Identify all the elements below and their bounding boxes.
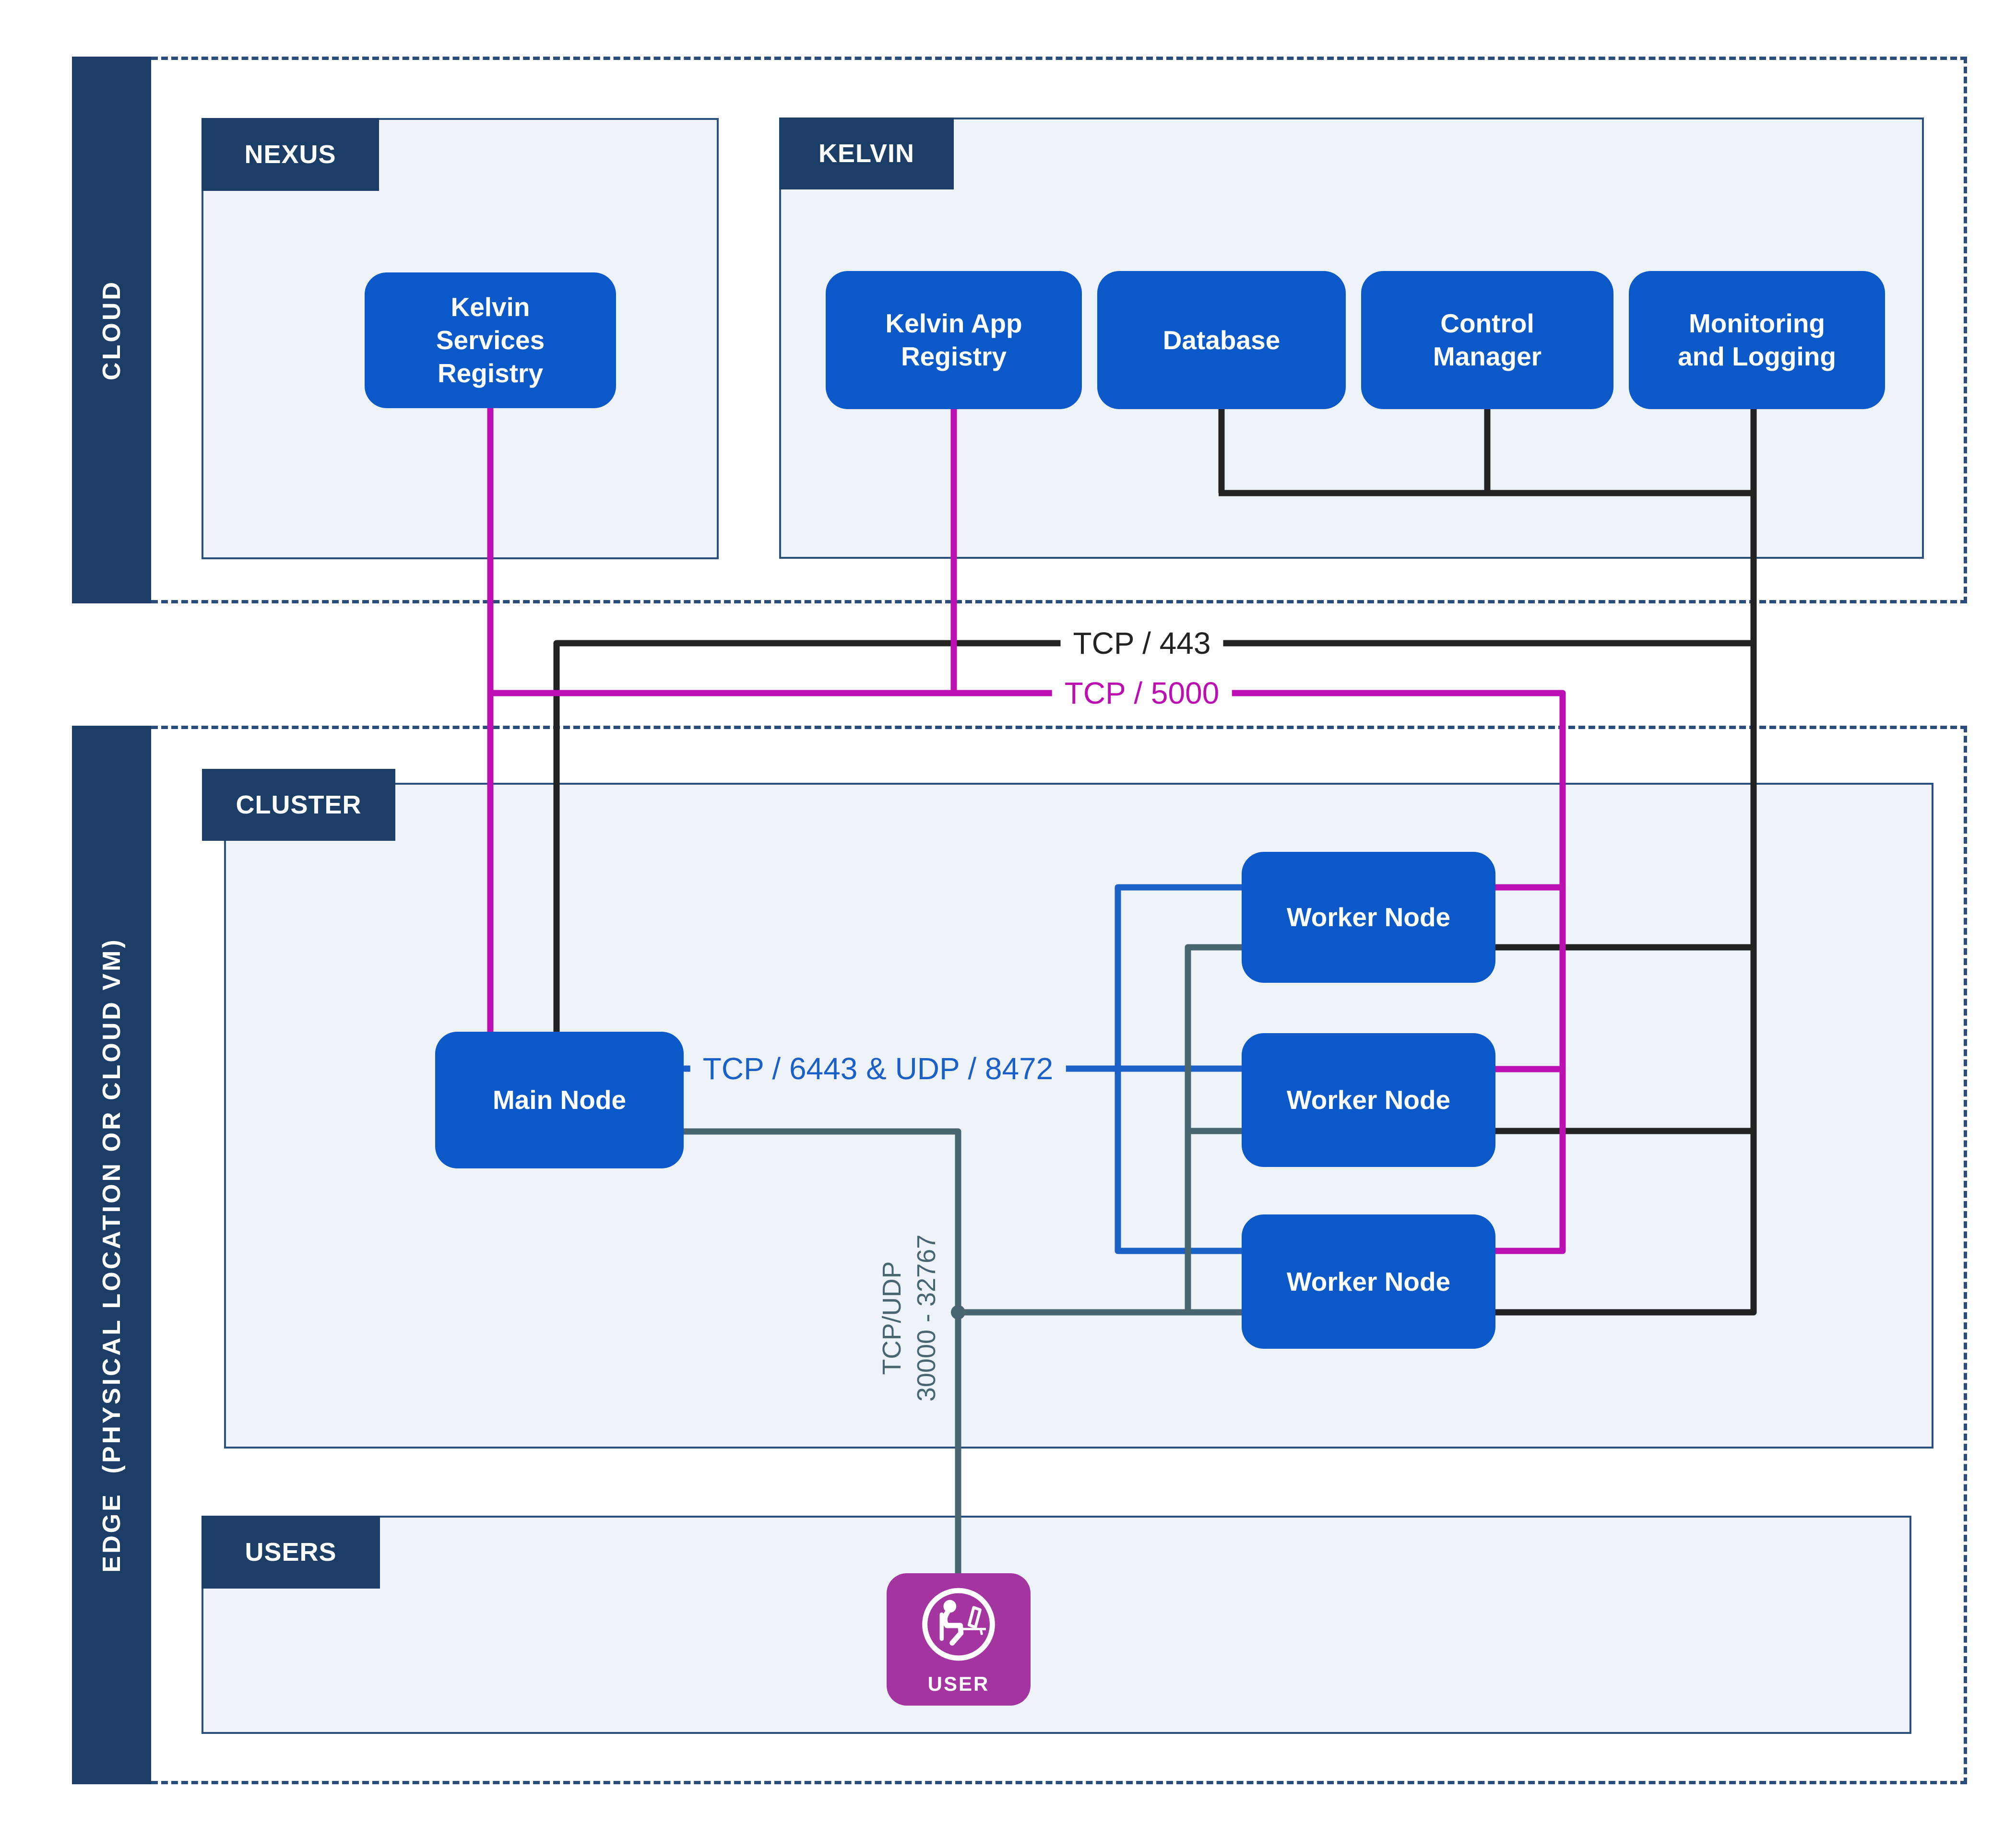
tcp-6443-udp-8472-label: TCP / 6443 & UDP / 8472 xyxy=(690,1048,1066,1089)
node-worker-3: Worker Node xyxy=(1242,1214,1495,1349)
nodeport-label-line2: 30000 - 32767 xyxy=(912,1234,941,1402)
nodeport-label-line1: TCP/UDP xyxy=(878,1261,906,1375)
node-control-manager: Control Manager xyxy=(1361,271,1613,409)
edge-region-bar xyxy=(72,726,151,1784)
cloud-region-label: CLOUD xyxy=(98,280,126,380)
nexus-panel-tab: NEXUS xyxy=(202,118,379,191)
worker-slate-branch-line xyxy=(1185,944,1244,1312)
user-at-desk-icon xyxy=(915,1582,1002,1672)
nodeport-label: TCP/UDP 30000 - 32767 xyxy=(868,1215,950,1421)
kelvin-bus-line xyxy=(1218,408,1754,496)
node-database: Database xyxy=(1097,271,1346,409)
tcp-443-label: TCP / 443 xyxy=(1060,623,1223,664)
users-panel xyxy=(202,1516,1911,1734)
node-worker-1: Worker Node xyxy=(1242,852,1495,983)
node-worker-2: Worker Node xyxy=(1242,1033,1495,1167)
tcp-443-line xyxy=(553,640,1754,1034)
nodeport-user-line xyxy=(684,1128,961,1575)
cloud-region-bar xyxy=(72,57,151,603)
user-node-label: USER xyxy=(927,1673,990,1695)
tcp-5000-label: TCP / 5000 xyxy=(1052,672,1232,714)
worker-blue-branch-line xyxy=(1115,884,1244,1254)
node-kelvin-services-registry: Kelvin Services Registry xyxy=(365,272,616,408)
edge-region-label: EDGE (PHYSICAL LOCATION OR CLOUD VM) xyxy=(97,937,126,1573)
edge-region-outline xyxy=(151,726,1967,1784)
tcp-5000-line xyxy=(490,690,1566,1254)
node-kelvin-app-registry: Kelvin App Registry xyxy=(826,271,1082,409)
nodeport-junction-dot xyxy=(951,1305,965,1319)
monitoring-logging-trunk-line xyxy=(1493,404,1757,1316)
cluster-panel-tab: CLUSTER xyxy=(202,769,395,841)
node-user: USER xyxy=(887,1573,1031,1706)
users-panel-tab: USERS xyxy=(202,1516,380,1589)
kelvin-panel-tab: KELVIN xyxy=(779,118,954,189)
cloud-region-outline xyxy=(151,57,1967,603)
node-main: Main Node xyxy=(435,1032,684,1168)
node-monitoring-and-logging: Monitoring and Logging xyxy=(1629,271,1885,409)
